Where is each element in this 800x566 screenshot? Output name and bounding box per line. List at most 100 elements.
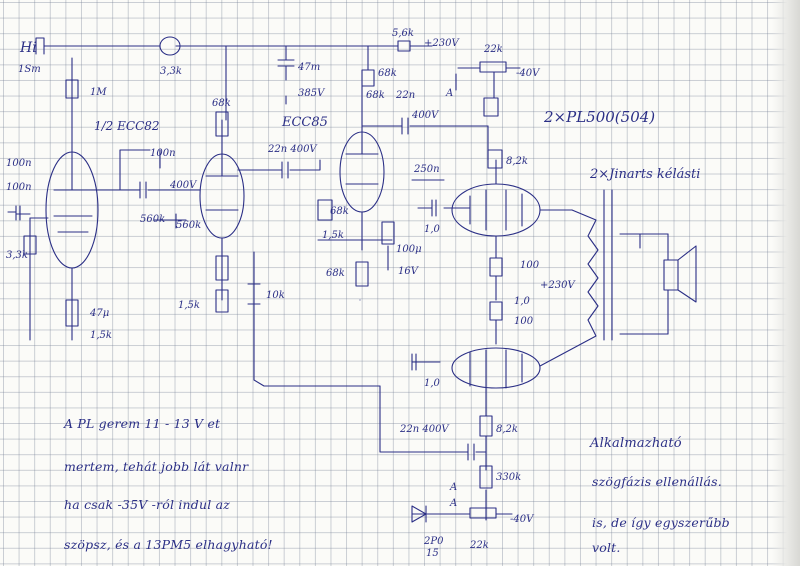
speaker-magnet bbox=[663, 259, 679, 291]
tube-v3-electrodes bbox=[345, 85, 379, 185]
label-c-pl2-g2: 1,0 bbox=[424, 378, 441, 389]
note-line-1: A PL gerem 11 - 13 V et bbox=[64, 416, 221, 431]
label-r-v2-cath: 1,5k bbox=[178, 300, 200, 311]
label-v-bias-top: -40V bbox=[516, 68, 541, 79]
label-zener-bottom2: 15 bbox=[426, 548, 439, 559]
resistor-pi-grid bbox=[381, 221, 395, 245]
speaker-cone bbox=[677, 245, 697, 303]
label-tube-v1: 1/2 ECC82 bbox=[94, 119, 160, 133]
note-line-2: mertem, tehát jobb lát valnr bbox=[64, 459, 249, 474]
label-pot-top: 22k bbox=[483, 44, 503, 55]
label-c-pl-in: 250n bbox=[413, 164, 440, 175]
label-r-grid2b: 560k bbox=[176, 220, 201, 231]
cap-v1-input bbox=[7, 205, 21, 221]
label-r-bottom1: 8,2k bbox=[496, 424, 518, 435]
transformer-core bbox=[603, 189, 613, 341]
label-r-anode1: 68k bbox=[212, 98, 231, 109]
resistor-v2-cathode bbox=[215, 255, 229, 281]
label-c-couple1: 100n bbox=[150, 148, 176, 159]
resistor-bottom1 bbox=[479, 415, 493, 437]
resistor-v1-cathode bbox=[65, 299, 79, 327]
cap-decouple bbox=[277, 45, 295, 105]
note-right-1: Alkalmazható bbox=[590, 436, 682, 451]
label-transformer: 2×Jinarts kélásti bbox=[589, 167, 700, 182]
label-c-bottom: 22n 400V bbox=[399, 424, 450, 435]
label-c-pl1-g2: 1,0 bbox=[424, 224, 441, 235]
label-c-v1-in: 100n bbox=[6, 182, 32, 193]
label-r-pl-cath2: 1,0 bbox=[514, 296, 531, 307]
resistor-pl1-screen bbox=[483, 97, 499, 117]
label-pot-a-bot: A bbox=[449, 482, 457, 493]
label-r-pi2: 68k bbox=[366, 90, 385, 101]
label-input-level: 1Sm bbox=[18, 64, 41, 75]
label-input: Hi bbox=[19, 40, 37, 56]
paper-edge bbox=[772, 0, 800, 566]
label-pot-bottom: 22k bbox=[469, 540, 489, 551]
label-r-pi-grid: 68k bbox=[326, 268, 345, 279]
label-c-couple1-v: 400V bbox=[169, 180, 198, 191]
wire-v1-v2b bbox=[119, 149, 151, 191]
label-r-bottom2: 330k bbox=[496, 472, 521, 483]
label-r-pl1-g: 100 bbox=[520, 260, 540, 271]
transformer-secondary bbox=[619, 233, 669, 335]
label-r-fb: 10k bbox=[266, 290, 285, 301]
note-right-3: is, de így egyszerűbb bbox=[592, 515, 730, 530]
label-c-v1-cath-el: 47μ bbox=[89, 308, 109, 319]
label-r-tail2: 1,5k bbox=[322, 230, 344, 241]
resistor-pl1-g bbox=[487, 149, 503, 169]
label-c-tail: 100μ bbox=[396, 244, 422, 255]
wire-v2-v3 bbox=[237, 159, 321, 171]
pot-top bbox=[479, 61, 507, 73]
label-pot-a-top: A bbox=[445, 88, 453, 99]
label-r-v1-cath-bot: 1,5k bbox=[90, 330, 112, 341]
tube-v1-electrodes bbox=[29, 149, 93, 233]
feedback-rail bbox=[247, 251, 381, 387]
resistor-v2-cathode2 bbox=[215, 289, 229, 313]
cap-pl1-g2 bbox=[417, 199, 437, 217]
pl-upper-electrodes bbox=[443, 189, 573, 231]
cap-couple1 bbox=[139, 181, 147, 199]
label-r-grid1: 1M bbox=[90, 87, 107, 98]
input-jack-symbol bbox=[35, 37, 45, 55]
label-r-pl1-screen: 8,2k bbox=[506, 156, 528, 167]
cap-v1-plate bbox=[153, 149, 187, 229]
label-c-v1-plate: 100n bbox=[6, 158, 32, 169]
note-line-4: szöpsz, és a 13PM5 elhagyható! bbox=[64, 537, 273, 552]
label-c-decouple-v: 385V bbox=[298, 88, 326, 99]
resistor-series-in bbox=[159, 36, 181, 56]
cap-mid bbox=[281, 161, 289, 179]
resistor-pl-cath bbox=[489, 257, 503, 277]
label-r-grid2: 560k bbox=[140, 214, 165, 225]
label-v-bias-bot: -40V bbox=[510, 514, 535, 525]
cap-pl2-g2 bbox=[411, 353, 417, 371]
label-c-decouple: 47m bbox=[297, 62, 320, 73]
note-right-4: volt. bbox=[592, 540, 621, 555]
pl-lower-electrodes bbox=[411, 349, 523, 389]
v3-tail-wire bbox=[317, 239, 393, 301]
label-v-g2: +230V bbox=[540, 280, 576, 291]
cap-pi-out1 bbox=[401, 117, 409, 135]
resistor-tail1 bbox=[317, 199, 333, 221]
label-v-bplus: +230V bbox=[424, 38, 460, 49]
tube-v2-electrodes bbox=[205, 153, 239, 211]
resistor-pi1 bbox=[361, 69, 375, 87]
label-r-tail1: 68k bbox=[330, 206, 349, 217]
label-r-pl-cath: 100 bbox=[514, 316, 534, 327]
label-r-pi1: 68k bbox=[378, 68, 397, 79]
label-r-v1-cath: 3,3k bbox=[6, 250, 28, 261]
resistor-v2-anode bbox=[215, 111, 229, 137]
tube-pl500-lower bbox=[451, 347, 541, 389]
cap-bottom bbox=[467, 443, 475, 461]
label-zener-bottom: 2P0 bbox=[423, 536, 444, 547]
label-c-mid: 22n 400V bbox=[267, 144, 318, 155]
label-c-pi-out1: 22n bbox=[395, 90, 415, 101]
label-power-tubes: 2×PL500(504) bbox=[543, 108, 655, 126]
v2-anode-rail bbox=[221, 45, 227, 155]
note-line-3: ha csak -35V -ról indul az bbox=[64, 497, 231, 512]
resistor-tail2 bbox=[355, 261, 369, 287]
note-right-2: szögfázis ellenállás. bbox=[592, 474, 722, 489]
label-r-top: 5,6k bbox=[392, 28, 414, 39]
transformer-primary bbox=[539, 209, 599, 367]
